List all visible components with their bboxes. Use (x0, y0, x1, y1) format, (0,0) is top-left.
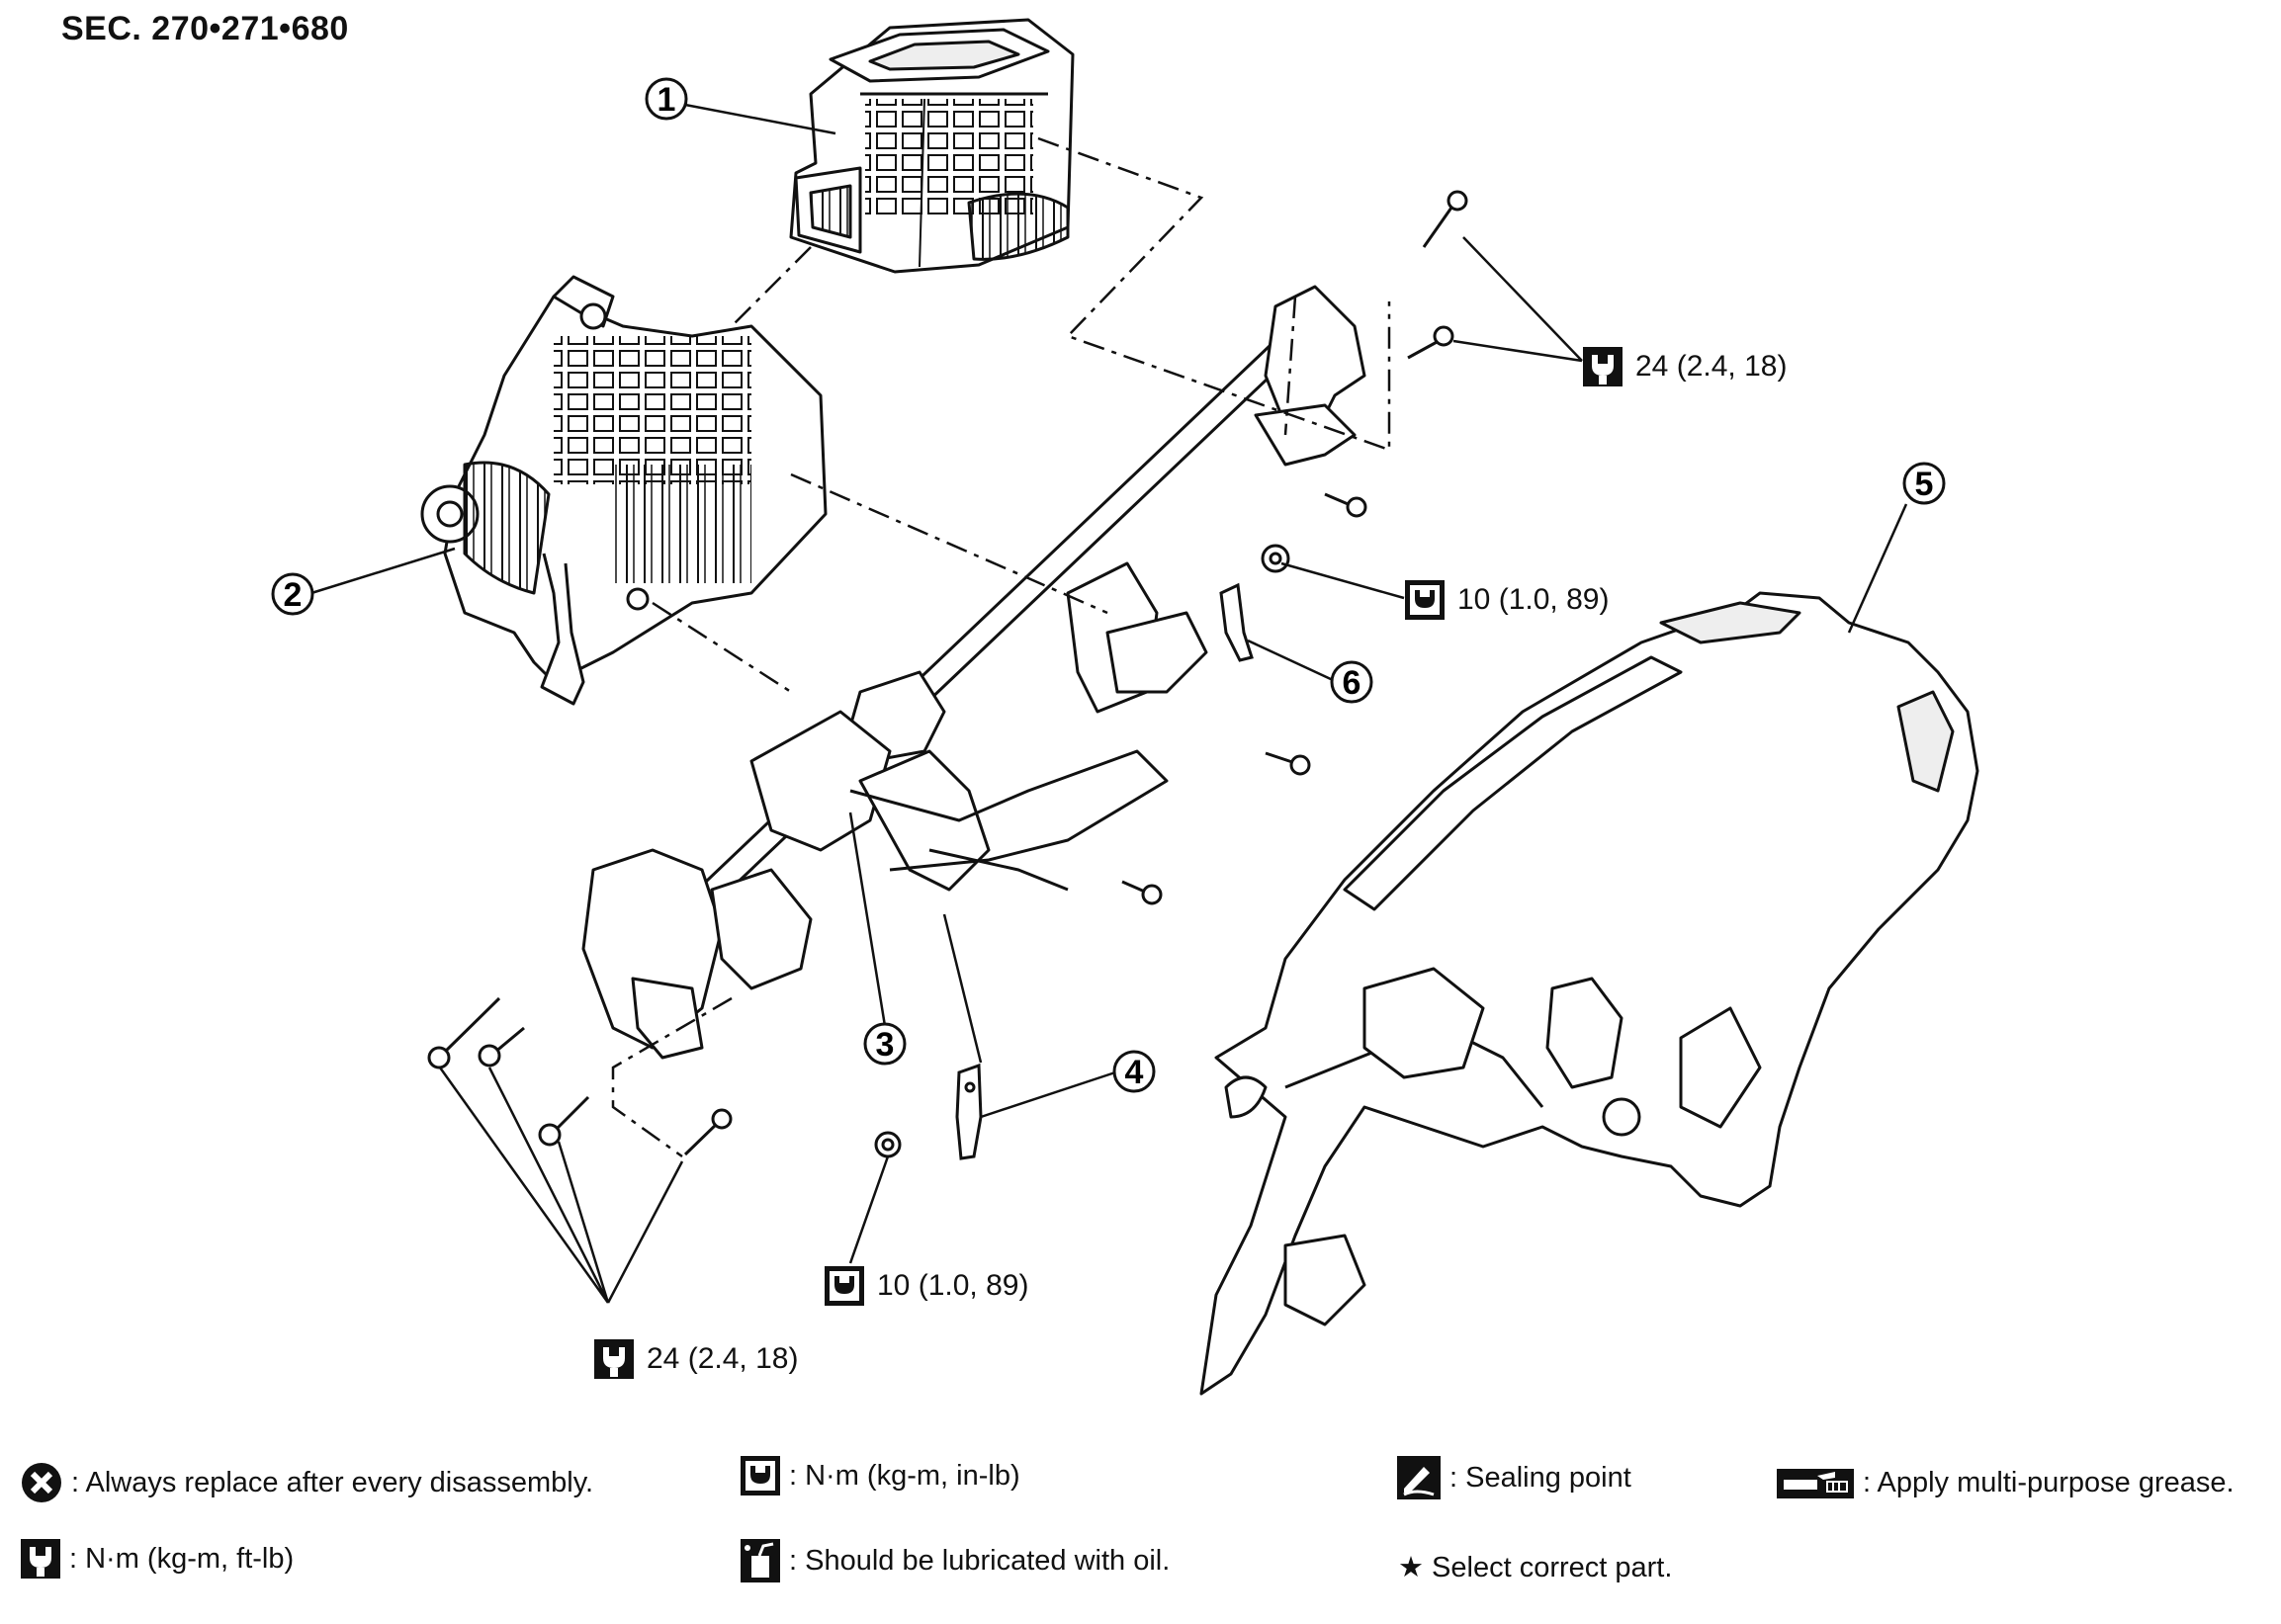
fasteners (427, 190, 1468, 1158)
part-2-heater-cooling-unit (420, 275, 828, 706)
replace-part-icon (22, 1463, 61, 1502)
bolt-long-1 (427, 996, 501, 1069)
torque-spec-bottom-left: 24 (2.4, 18) (593, 1338, 798, 1380)
legend-text: : Sealing point (1449, 1461, 1631, 1494)
torque-in-lb-icon (1405, 580, 1445, 620)
torque-spec-top-right: 24 (2.4, 18) (1582, 346, 1787, 387)
leader-lines (310, 103, 1908, 1304)
torque-ft-lb-icon (21, 1539, 60, 1579)
callout-4: 4 (1112, 1050, 1156, 1093)
bolt-lower (1121, 880, 1163, 905)
svg-text:3: 3 (876, 1026, 895, 1064)
legend-select: ★ Select correct part. (1398, 1550, 1672, 1584)
svg-text:6: 6 (1343, 664, 1361, 702)
grease-gun-icon (1777, 1468, 1854, 1498)
section-number: SEC. 270•271•680 (61, 10, 349, 47)
legend-sealing: : Sealing point (1396, 1455, 1631, 1500)
svg-text:1: 1 (658, 81, 676, 119)
nut-lower (874, 1131, 902, 1158)
legend-text: : Apply multi-purpose grease. (1863, 1467, 2235, 1498)
torque-in-lb-icon (825, 1266, 864, 1306)
bolt-lower-2 (683, 1108, 733, 1156)
bolt-top-2 (1407, 325, 1454, 360)
oil-can-icon (741, 1539, 780, 1582)
legend-text: : Should be lubricated with oil. (789, 1544, 1171, 1577)
sealing-point-icon (1397, 1456, 1441, 1499)
callout-2: 2 (271, 572, 314, 616)
legend-text: : N·m (kg-m, in-lb) (789, 1459, 1020, 1492)
part-3-steering-member (581, 285, 1366, 1060)
svg-text:5: 5 (1915, 466, 1934, 503)
svg-text:2: 2 (284, 576, 303, 614)
bolt-mid (1324, 492, 1367, 518)
bolt-top-1 (1422, 190, 1468, 248)
torque-in-lb-icon (741, 1456, 780, 1496)
legend-nm-ft-lb: : N·m (kg-m, ft-lb) (20, 1538, 294, 1580)
svg-text:4: 4 (1125, 1054, 1144, 1091)
callout-5: 5 (1902, 462, 1946, 505)
legend-text: ★ Select correct part. (1398, 1552, 1673, 1583)
assembly-dashed-lines (611, 136, 1391, 1158)
torque-value: 10 (1.0, 89) (1457, 583, 1610, 616)
torque-value: 10 (1.0, 89) (877, 1269, 1029, 1302)
callout-6: 6 (1330, 660, 1373, 704)
legend-oil: : Should be lubricated with oil. (740, 1538, 1170, 1583)
torque-ft-lb-icon (1583, 347, 1623, 386)
callout-3: 3 (863, 1022, 907, 1066)
torque-spec-mid-right: 10 (1.0, 89) (1404, 579, 1609, 621)
torque-value: 24 (2.4, 18) (1635, 350, 1788, 383)
legend-text: : Always replace after every disassembly… (71, 1466, 594, 1498)
legend-grease: : Apply multi-purpose grease. (1776, 1467, 2235, 1499)
part-1-heater-case (789, 18, 1075, 274)
legend-replace: : Always replace after every disassembly… (20, 1461, 593, 1504)
part-4-bracket (955, 1063, 983, 1160)
part-5-instrument-panel (1199, 591, 1979, 1396)
bolt-long-2 (478, 1026, 525, 1068)
torque-value: 24 (2.4, 18) (647, 1342, 799, 1375)
torque-spec-bottom-center: 10 (1.0, 89) (824, 1265, 1028, 1307)
nut-mid (1261, 544, 1290, 573)
part-6-bracket (1219, 582, 1254, 662)
bolt-center (1265, 751, 1311, 776)
legend-text: : N·m (kg-m, ft-lb) (69, 1542, 295, 1575)
torque-ft-lb-icon (594, 1339, 634, 1379)
legend-nm-in-lb: : N·m (kg-m, in-lb) (740, 1455, 1020, 1496)
callout-1: 1 (645, 77, 688, 121)
bolt-long-3 (538, 1095, 590, 1147)
